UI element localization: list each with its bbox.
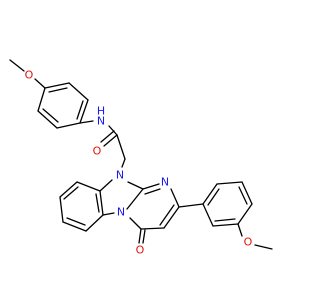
bond-ring3-e-inner xyxy=(214,218,236,222)
bonds xyxy=(9,59,273,250)
bond-ch-c-oxo xyxy=(140,227,165,230)
bond-amide-co-double xyxy=(100,130,115,143)
bond-ring3-a xyxy=(202,183,218,205)
bond-ch2-n xyxy=(121,158,126,168)
atom-o-methoxy-top: O xyxy=(25,69,34,82)
bond-benzo-f xyxy=(85,214,104,232)
bond-c-n-pyr xyxy=(142,183,160,190)
bond-ring1-e-inner xyxy=(42,108,59,123)
bond-methyl-o-top xyxy=(9,59,25,72)
chemical-structure: O N H O N N N O O xyxy=(9,59,273,257)
bond-n-carbonyl xyxy=(108,125,118,136)
bond-amide-co xyxy=(103,134,118,147)
bond-ring-n xyxy=(79,120,94,124)
bond-c-oxo-n xyxy=(129,217,142,230)
bond-ring1-c-inner xyxy=(76,100,84,120)
bond-c-n-pyr-double xyxy=(144,188,161,195)
bond-benzo-c xyxy=(59,181,78,198)
bond-ring3-d xyxy=(237,203,253,225)
atom-n-bridgehead: N xyxy=(117,206,125,219)
bond-ring3-b xyxy=(216,181,243,185)
bond-benzo-a-inner xyxy=(95,193,100,213)
bond-pyr-aryl xyxy=(178,203,204,208)
bond-benzo-e-inner xyxy=(66,217,86,226)
bond-benzo-b xyxy=(76,181,101,192)
bond-ring3-c-inner xyxy=(238,186,248,205)
bond-c-aryl-ch xyxy=(163,206,180,229)
bond-oxo xyxy=(138,228,142,244)
bond-ring1-d xyxy=(56,122,81,129)
atom-n-imidazole: N xyxy=(116,169,124,182)
bond-ring3-e xyxy=(212,223,239,227)
bond-ring1-a xyxy=(44,82,70,89)
bond-ring1-c xyxy=(79,99,89,124)
bond-oxo-double xyxy=(142,229,146,244)
bond-o-methyl-right xyxy=(254,244,273,250)
atom-o-methoxy-right: O xyxy=(244,236,253,249)
atom-h-amide: H xyxy=(97,105,105,118)
bond-benzo-d xyxy=(59,196,64,223)
bond-ring1-b xyxy=(68,82,89,101)
atom-o-carbonyl: O xyxy=(136,244,145,257)
bond-ring3-a-inner xyxy=(207,188,220,206)
atom-n-pyrimidine: N xyxy=(161,176,169,189)
atom-labels: O N H O N N N O O xyxy=(25,69,253,257)
bond-n-c-fusion xyxy=(127,181,144,190)
bond-c-aryl-ch-double xyxy=(159,204,175,226)
bond-ring1-a-inner xyxy=(48,87,68,93)
bond-carbonyl-ch2 xyxy=(116,134,126,160)
bond-benzo-e xyxy=(62,221,87,232)
bond-ring3-c xyxy=(241,181,253,205)
bond-benzo-c-inner xyxy=(63,186,79,200)
bond-o-ring-top xyxy=(34,78,46,89)
bond-ring3-o xyxy=(237,223,243,237)
bond-n-c-aryl xyxy=(170,188,180,208)
atom-o-amide: O xyxy=(93,145,102,158)
bond-ring1-e xyxy=(37,110,58,129)
bond-bridgehead-benzo xyxy=(102,212,115,216)
bond-n-benzo xyxy=(99,179,113,192)
bond-ring1-f xyxy=(37,87,46,112)
atom-n-amide: N xyxy=(97,115,105,128)
bond-benzo-a xyxy=(99,190,104,216)
bond-ring3-f xyxy=(202,203,214,227)
bond-c-n-bridgehead xyxy=(126,188,144,210)
